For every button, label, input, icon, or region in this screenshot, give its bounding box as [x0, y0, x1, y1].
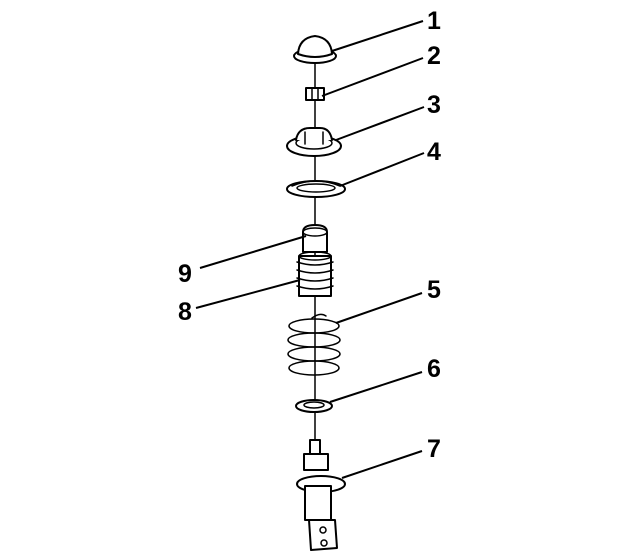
callout-9: 9: [178, 260, 192, 288]
leader-line-3: [335, 106, 425, 141]
part-2-nut: [305, 87, 325, 101]
part-7-strut-body: [296, 439, 346, 551]
part-5-coil-spring: [287, 313, 341, 376]
leader-line-8: [195, 279, 301, 309]
leader-line-6: [329, 371, 423, 403]
part-8-dust-boot: [296, 251, 334, 297]
callout-8: 8: [178, 298, 192, 326]
leader-line-9: [199, 235, 307, 269]
part-9-bumper: [302, 224, 328, 253]
callout-7: 7: [427, 435, 441, 463]
callout-4: 4: [427, 138, 441, 166]
leader-line-2: [321, 57, 424, 97]
leader-line-1: [331, 20, 424, 52]
callout-5: 5: [427, 276, 441, 304]
leader-line-5: [335, 292, 423, 324]
part-4-spring-insulator: [286, 180, 346, 198]
callout-1: 1: [427, 7, 441, 35]
part-6-lower-insulator: [295, 399, 333, 413]
leader-line-7: [341, 450, 423, 479]
part-3-upper-mount: [286, 127, 342, 157]
callout-3: 3: [427, 91, 441, 119]
leader-line-4: [339, 152, 425, 187]
callout-6: 6: [427, 355, 441, 383]
part-1-dust-cap: [293, 35, 337, 64]
callout-2: 2: [427, 42, 441, 70]
